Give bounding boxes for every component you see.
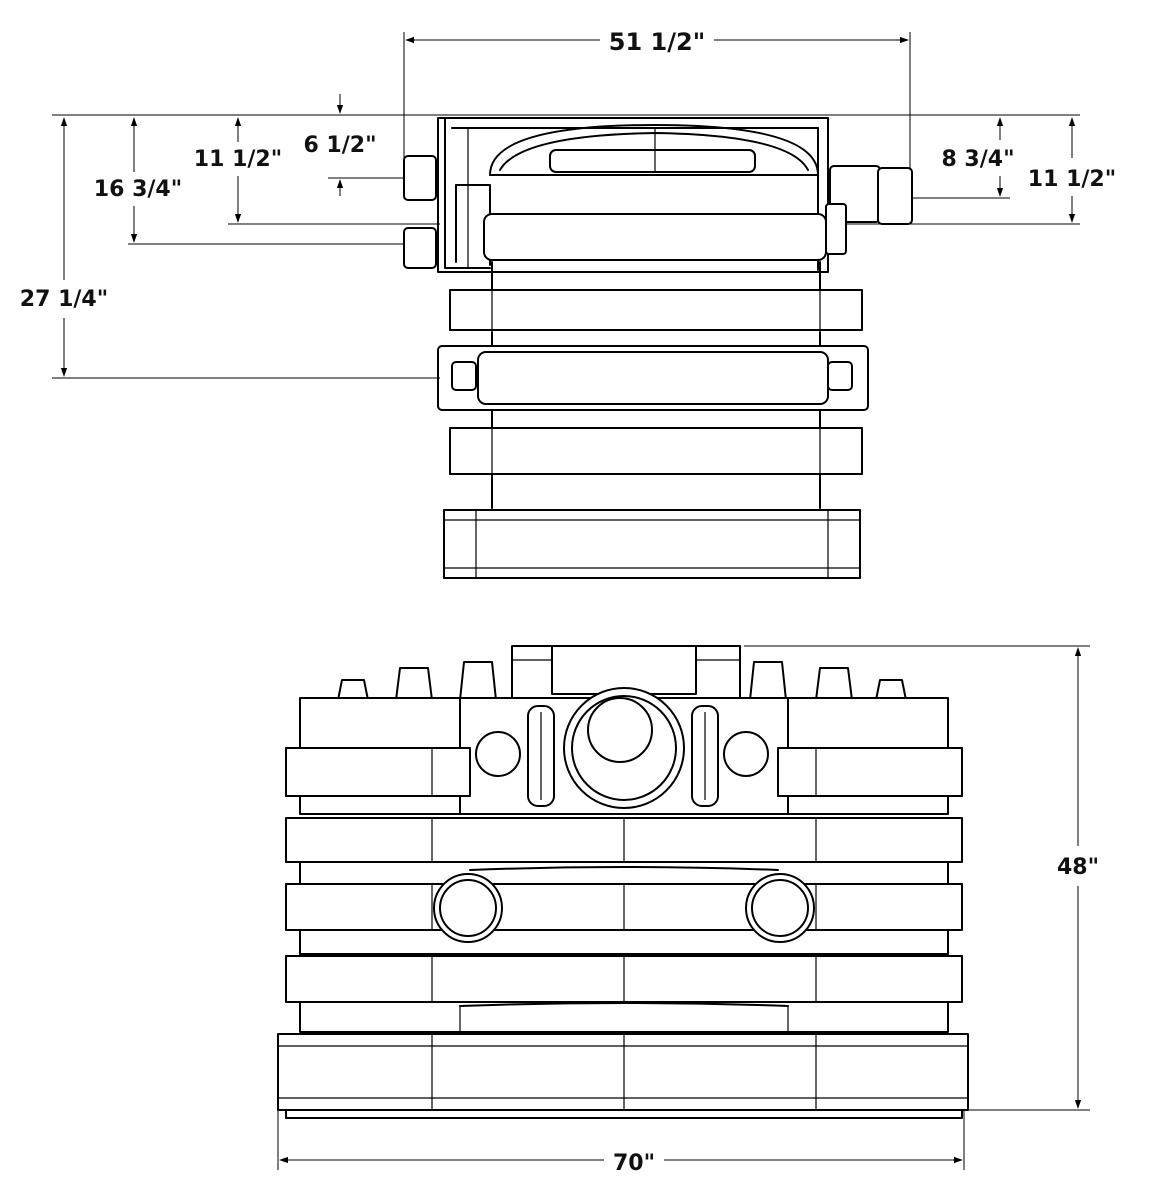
base [277, 1033, 969, 1119]
dim-27-1-4-label: 27 1/4" [20, 287, 108, 312]
right-pipe-stub [825, 165, 913, 255]
top-view-dimension-lines [52, 32, 1080, 379]
dim-11-1-2-left-label: 11 1/2" [194, 147, 282, 172]
dim-top-width-label: 51 1/2" [609, 28, 705, 56]
top-lugs [337, 645, 907, 701]
bottom-view-dimension-lines [277, 645, 1090, 1170]
dim-bottom-width-label: 70" [613, 1151, 655, 1176]
dim-height-label: 48" [1057, 855, 1099, 880]
dim-6-1-2-label: 6 1/2" [303, 133, 376, 158]
inlet-features [475, 687, 769, 809]
bottom-view [277, 645, 969, 1119]
top-view-labels: 51 1/2" 6 1/2" 11 1/2" 16 3/4" 27 1/4" 8… [20, 28, 1116, 312]
dim-11-1-2-right-label: 11 1/2" [1028, 167, 1116, 192]
bottom-view-labels: 48" 70" [613, 855, 1099, 1176]
middle-ribs [285, 817, 963, 1033]
left-pipe-stubs [403, 155, 437, 269]
tank-ribs [437, 213, 869, 579]
dim-16-3-4-label: 16 3/4" [94, 177, 182, 202]
top-view [403, 117, 913, 579]
dim-8-3-4-label: 8 3/4" [941, 147, 1014, 172]
